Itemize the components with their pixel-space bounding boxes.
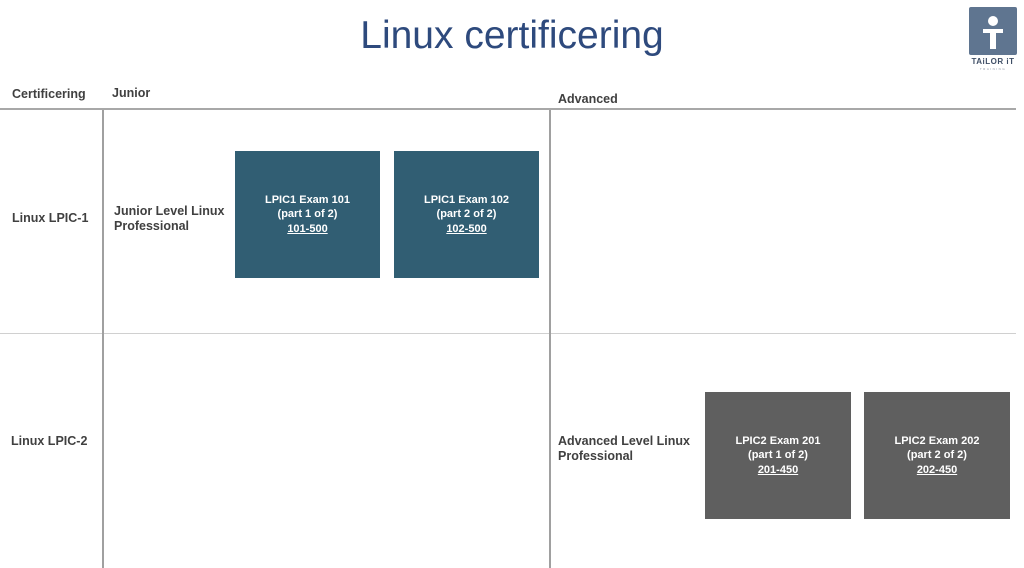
exam-code-link[interactable]: 201-450 <box>757 463 799 476</box>
exam-name: LPIC1 Exam 102 <box>424 193 509 206</box>
person-i-icon <box>969 7 1017 55</box>
exam-box-102[interactable]: LPIC1 Exam 102 (part 2 of 2) 102-500 <box>394 151 539 278</box>
row-label-lpic1: Linux LPIC-1 <box>12 211 89 225</box>
exam-code-link[interactable]: 102-500 <box>446 222 487 235</box>
exam-name: LPIC1 Exam 101 <box>265 193 350 206</box>
exam-part: (part 2 of 2) <box>436 208 497 221</box>
exam-code-link[interactable]: 101-500 <box>287 222 328 235</box>
exam-name: LPIC2 Exam 201 <box>735 434 821 447</box>
tailor-it-logo: TAiLOR iT TRAINING <box>967 7 1019 71</box>
exam-part: (part 1 of 2) <box>277 208 338 221</box>
header-junior: Junior <box>112 86 151 100</box>
logo-text: TAiLOR iT <box>971 57 1015 66</box>
header-divider <box>0 108 1016 110</box>
header-certification: Certificering <box>12 87 86 101</box>
row-divider <box>0 333 1016 334</box>
exam-box-202[interactable]: LPIC2 Exam 202 (part 2 of 2) 202-450 <box>864 392 1010 519</box>
page-title: Linux certificering <box>360 14 664 57</box>
header-advanced: Advanced <box>558 92 618 106</box>
column-divider-left <box>102 110 104 568</box>
level-advanced: Advanced Level Linux Professional <box>558 434 690 463</box>
exam-code-link[interactable]: 202-450 <box>916 463 958 476</box>
level-junior: Junior Level Linux Professional <box>114 204 225 233</box>
row-label-lpic2: Linux LPIC-2 <box>11 434 88 448</box>
exam-box-201[interactable]: LPIC2 Exam 201 (part 1 of 2) 201-450 <box>705 392 851 519</box>
logo-subtext: TRAINING <box>979 67 1007 71</box>
exam-part: (part 2 of 2) <box>907 449 967 462</box>
column-divider-right <box>549 110 551 568</box>
exam-box-101[interactable]: LPIC1 Exam 101 (part 1 of 2) 101-500 <box>235 151 380 278</box>
exam-part: (part 1 of 2) <box>748 449 808 462</box>
exam-name: LPIC2 Exam 202 <box>894 434 980 447</box>
